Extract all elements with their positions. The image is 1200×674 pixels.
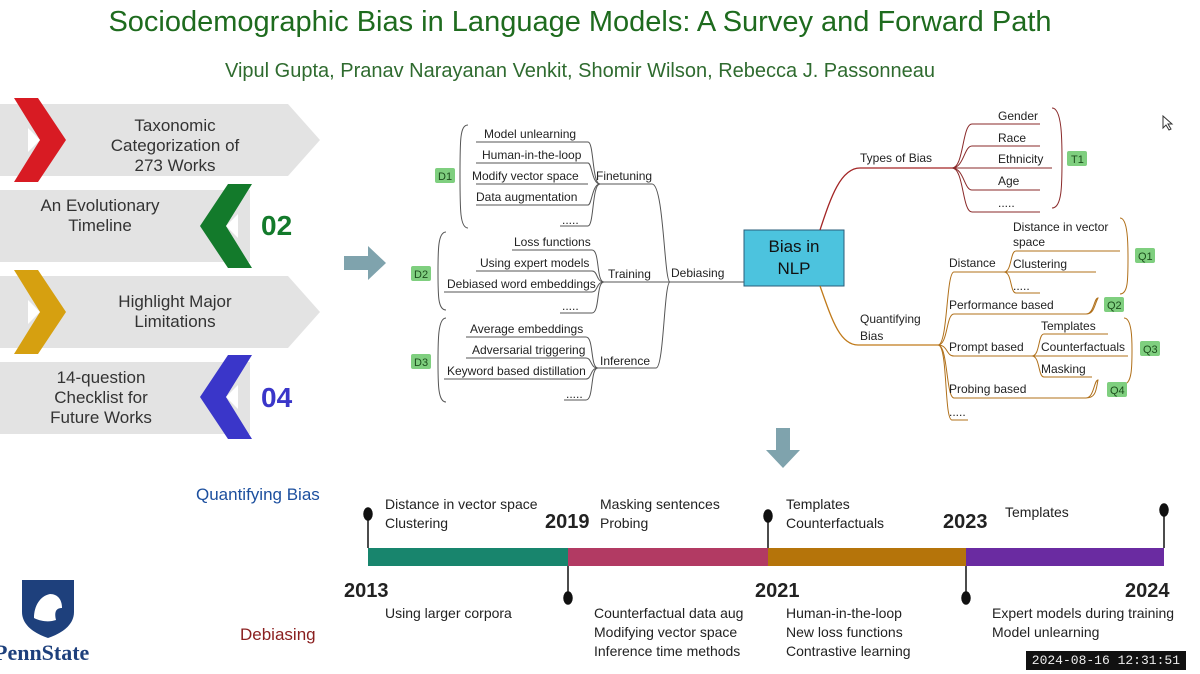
contribution-2-text: An Evolutionary Timeline	[40, 196, 160, 235]
prompt-item-1: Templates	[1041, 319, 1096, 333]
svg-text:Q4: Q4	[1110, 385, 1125, 397]
distance-label: Distance	[949, 256, 996, 270]
finetuning-item-5: .....	[562, 213, 579, 227]
video-timestamp: 2024-08-16 12:31:51	[1025, 651, 1186, 670]
pennstate-wordmark: PennState	[0, 640, 90, 665]
prompt-item-3: Masking	[1041, 362, 1086, 376]
inference-label: Inference	[600, 354, 650, 368]
timeline-segment-2023-2024	[966, 548, 1164, 566]
tag-d2: D2	[411, 266, 431, 281]
finetuning-item-3: Modify vector space	[472, 169, 579, 183]
contribution-4-number: 04	[261, 382, 293, 413]
quantifying-more: .....	[949, 405, 966, 419]
arrow-down-icon	[766, 428, 800, 468]
inference-item-1: Average embeddings	[470, 322, 583, 336]
types-item-1: Gender	[998, 109, 1038, 123]
inference-item-2: Adversarial triggering	[472, 343, 585, 357]
quantifying-label-line1: Quantifying	[860, 312, 921, 326]
inference-item-4: .....	[566, 387, 583, 401]
types-of-bias-label: Types of Bias	[860, 151, 932, 165]
tag-q4: Q4	[1107, 382, 1127, 397]
timeline-debiasing-label: Debiasing	[240, 625, 316, 644]
types-item-2: Race	[998, 131, 1026, 145]
contribution-4-text: 14-question Checklist for Future Works	[50, 368, 152, 427]
year-2024: 2024	[1125, 580, 1170, 602]
chevron-red-icon	[14, 98, 66, 182]
timeline-segment-2019-2021	[568, 548, 768, 566]
training-item-4: .....	[562, 299, 579, 313]
tag-q1: Q1	[1135, 248, 1155, 263]
training-item-1: Loss functions	[514, 235, 591, 249]
chevron-blue-icon	[200, 355, 252, 439]
contribution-1-text: Taxonomic Categorization of 273 Works	[110, 116, 240, 175]
tag-q3: Q3	[1140, 341, 1160, 356]
prompt-item-2: Counterfactuals	[1041, 340, 1125, 354]
tag-d3: D3	[411, 354, 431, 369]
timeline-segment-2013-2019	[368, 548, 568, 566]
contribution-2-number: 02	[261, 210, 293, 241]
pennstate-shield-icon	[22, 580, 74, 638]
debiasing-label: Debiasing	[671, 266, 724, 280]
svg-text:T1: T1	[1071, 154, 1084, 166]
training-label: Training	[608, 267, 651, 281]
arrow-right-icon	[344, 246, 386, 280]
timeline-bottom-1: Using larger corpora	[385, 605, 512, 621]
distance-item-1-line2: space	[1013, 235, 1045, 249]
types-item-3: Ethnicity	[998, 152, 1043, 166]
svg-text:D2: D2	[414, 269, 428, 281]
year-2019: 2019	[545, 511, 590, 533]
finetuning-item-4: Data augmentation	[476, 190, 577, 204]
svg-text:D1: D1	[438, 171, 452, 183]
performance-label: Performance based	[949, 298, 1054, 312]
types-item-5: .....	[998, 196, 1015, 210]
center-node	[743, 229, 845, 287]
finetuning-label: Finetuning	[596, 169, 652, 183]
types-item-4: Age	[998, 174, 1020, 188]
svg-text:Q2: Q2	[1107, 300, 1122, 312]
distance-item-3: .....	[1013, 279, 1030, 293]
year-2023: 2023	[943, 511, 988, 533]
contribution-3-text: Highlight Major Limitations	[118, 292, 232, 331]
page-title: Sociodemographic Bias in Language Models…	[108, 6, 1052, 38]
timeline-top-4: Templates	[1005, 504, 1069, 520]
inference-item-3: Keyword based distillation	[447, 364, 586, 378]
chevron-green-icon	[200, 184, 252, 268]
probing-label: Probing based	[949, 382, 1026, 396]
mouse-cursor-icon	[1162, 115, 1174, 131]
year-2013: 2013	[344, 580, 389, 602]
distance-item-1-line1: Distance in vector	[1013, 220, 1108, 234]
quantifying-label-line2: Bias	[860, 329, 883, 343]
year-2021: 2021	[755, 580, 800, 602]
chevron-yellow-icon	[14, 270, 66, 354]
svg-text:Q3: Q3	[1143, 344, 1158, 356]
finetuning-item-2: Human-in-the-loop	[482, 148, 582, 162]
finetuning-item-1: Model unlearning	[484, 127, 576, 141]
training-item-3: Debiased word embeddings	[447, 277, 596, 291]
distance-item-2: Clustering	[1013, 257, 1067, 271]
svg-text:Q1: Q1	[1138, 251, 1153, 263]
tag-d1: D1	[435, 168, 455, 183]
tag-t1: T1	[1067, 151, 1087, 166]
author-list: Vipul Gupta, Pranav Narayanan Venkit, Sh…	[224, 60, 936, 82]
training-item-2: Using expert models	[480, 256, 589, 270]
svg-text:D3: D3	[414, 357, 428, 369]
timeline-segment-2021-2023	[768, 548, 966, 566]
tag-q2: Q2	[1104, 297, 1124, 312]
prompt-label: Prompt based	[949, 340, 1024, 354]
timeline-quantifying-label: Quantifying Bias	[196, 485, 320, 504]
